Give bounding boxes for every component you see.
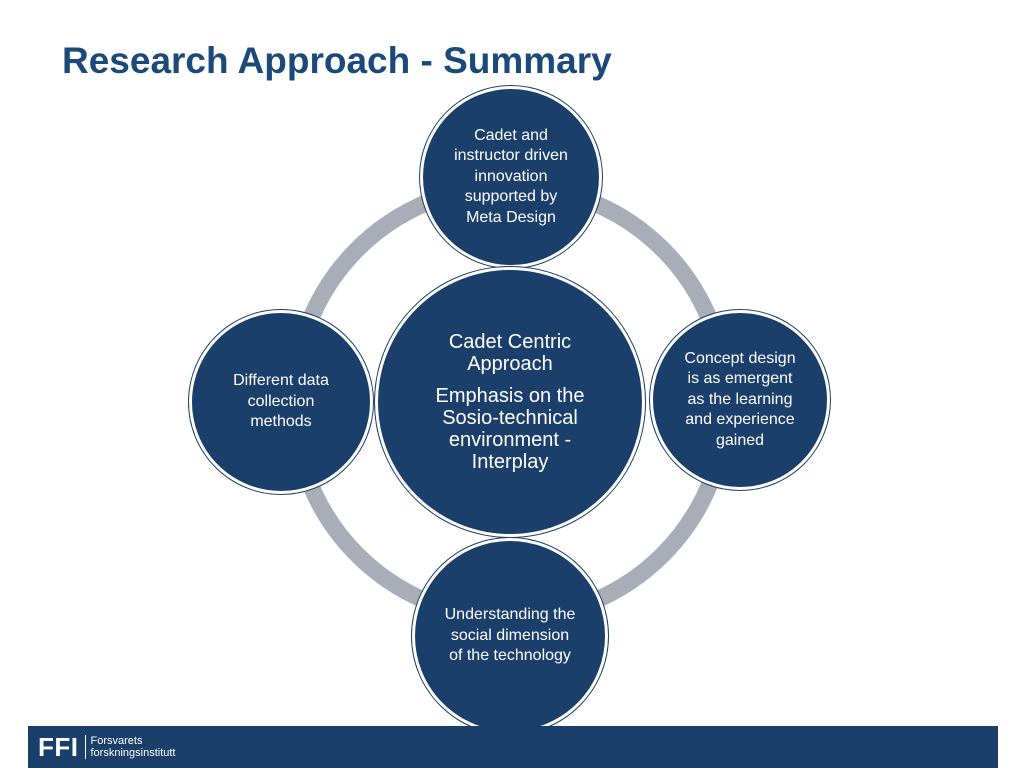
logo-line-2: forskningsinstitutt xyxy=(90,747,176,759)
footer-bar: FFI Forsvarets forskningsinstitutt xyxy=(28,726,998,768)
node-top-text: Cadet and instructor driven innovation s… xyxy=(454,126,568,226)
center-subtext: Emphasis on the Sosio-technical environm… xyxy=(435,385,585,473)
center-heading: Cadet Centric Approach xyxy=(448,331,572,375)
node-bottom: Understanding the social dimension of th… xyxy=(412,538,608,734)
center-node: Cadet Centric Approach Emphasis on the S… xyxy=(375,267,645,537)
node-left-text: Different data collection methods xyxy=(233,372,329,431)
logo-mark: FFI xyxy=(38,732,79,762)
node-top: Cadet and instructor driven innovation s… xyxy=(420,86,602,268)
node-right: Concept design is as emergent as the lea… xyxy=(650,310,830,490)
logo-divider xyxy=(84,735,86,759)
slide-title: Research Approach - Summary xyxy=(62,40,612,81)
node-bottom-text: Understanding the social dimension of th… xyxy=(444,606,576,665)
logo-wordmark: Forsvarets forskningsinstitutt xyxy=(91,735,176,759)
logo-line-1: Forsvarets xyxy=(90,735,143,747)
node-left: Different data collection methods xyxy=(189,310,373,494)
node-right-text: Concept design is as emergent as the lea… xyxy=(684,349,796,449)
ffi-logo: FFI Forsvarets forskningsinstitutt xyxy=(38,734,175,760)
